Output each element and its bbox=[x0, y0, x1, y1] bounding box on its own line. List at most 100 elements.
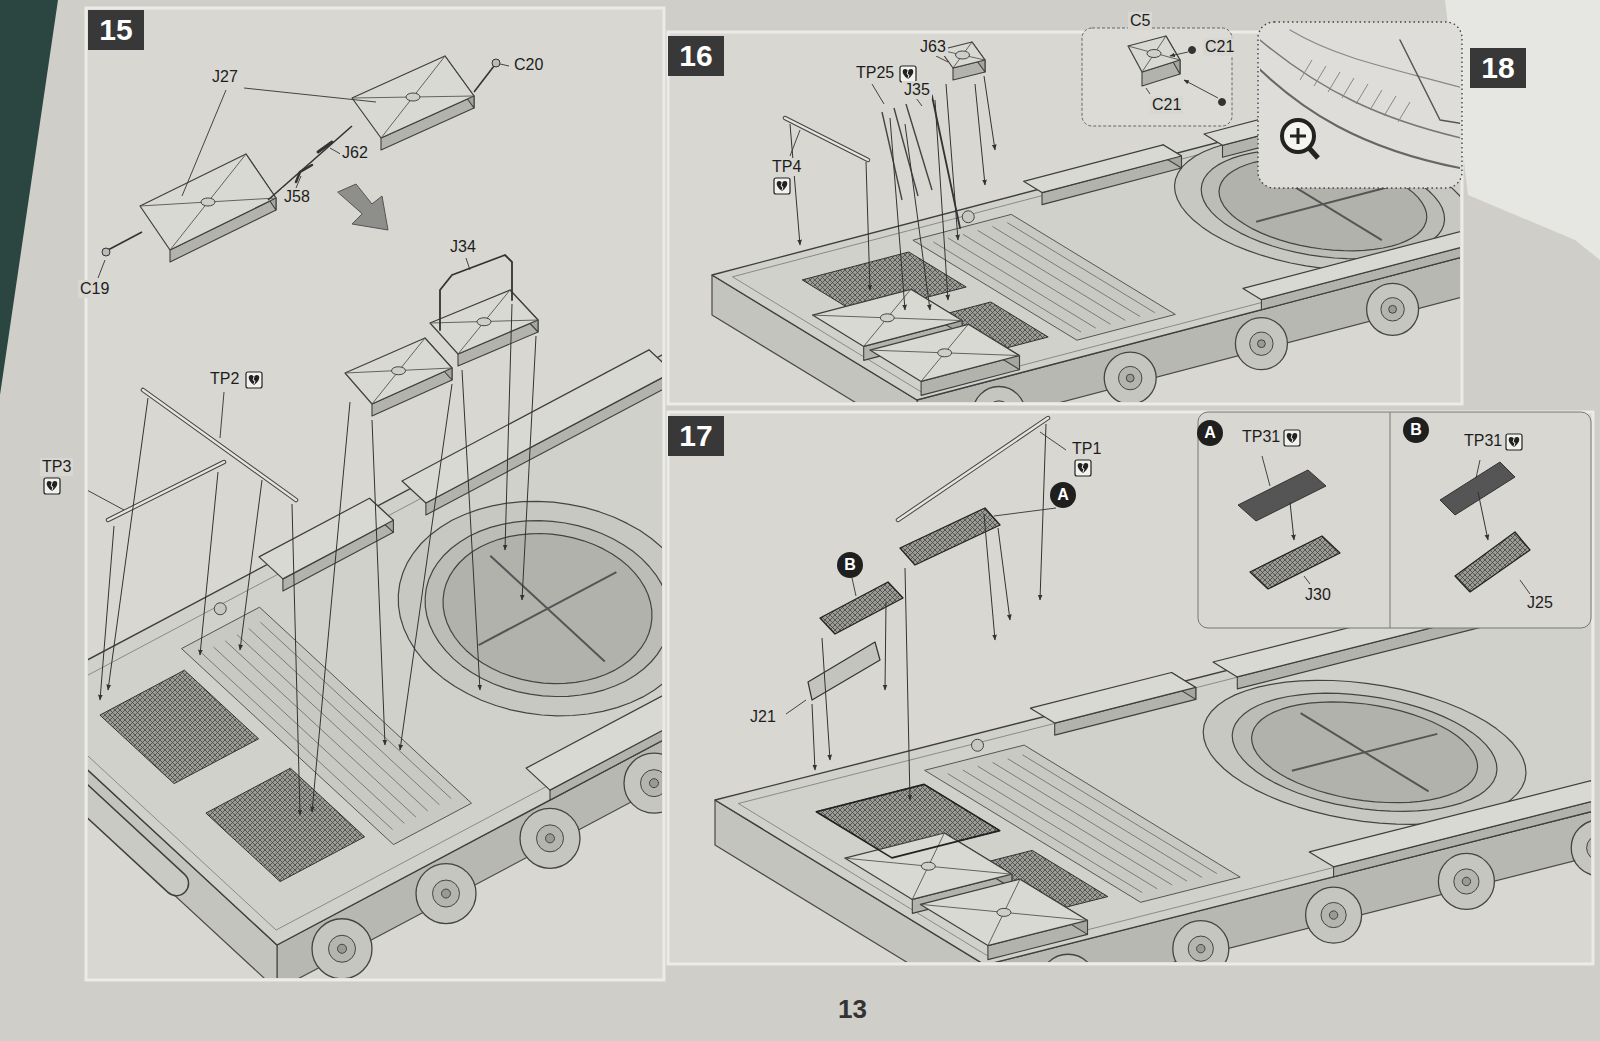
etch-rod bbox=[906, 104, 932, 190]
wheel-hub bbox=[1188, 936, 1213, 961]
small-part bbox=[102, 248, 110, 256]
wheel-cap bbox=[1389, 305, 1397, 313]
part-label: C21 bbox=[1203, 38, 1236, 56]
assembly-arrow bbox=[984, 514, 995, 640]
etch-icon-crack bbox=[907, 71, 909, 78]
leader-line bbox=[1262, 456, 1270, 486]
part-label: TP1 bbox=[1070, 440, 1103, 458]
etch-strip-outline bbox=[898, 418, 1048, 520]
etch-icon-crack bbox=[253, 377, 255, 384]
leader-line bbox=[1040, 432, 1066, 450]
assembly-arrow bbox=[866, 162, 870, 290]
etch-strip bbox=[898, 418, 1048, 520]
etch-icon-heart bbox=[47, 481, 58, 491]
callout-letter: B bbox=[1403, 417, 1429, 443]
leader-line bbox=[936, 56, 948, 62]
stowage-box-top bbox=[1243, 175, 1460, 300]
wheel-hub bbox=[641, 770, 663, 797]
zoom-slat bbox=[1398, 102, 1410, 122]
grille-part bbox=[1455, 532, 1530, 592]
leader-line bbox=[916, 98, 922, 106]
assembly-arrow bbox=[890, 118, 905, 310]
etch-icon-heart bbox=[777, 181, 788, 191]
wheel-hub bbox=[433, 880, 460, 907]
assembly-arrow bbox=[400, 384, 452, 750]
wheel-cap bbox=[442, 889, 451, 898]
part-label: TP4 bbox=[770, 158, 803, 176]
part-label: J27 bbox=[210, 68, 240, 86]
part-label: TP31 bbox=[1240, 428, 1282, 446]
wheel-hub bbox=[1587, 835, 1591, 860]
step-number: 15 bbox=[88, 10, 144, 50]
assembly-arrow bbox=[984, 76, 995, 150]
leader-line bbox=[220, 392, 224, 438]
drum-cap bbox=[201, 198, 215, 206]
drum-cap bbox=[997, 908, 1011, 916]
drum-rib bbox=[845, 858, 1012, 874]
part-label: TP3 bbox=[40, 458, 73, 476]
leader-line bbox=[1476, 460, 1480, 478]
turret-ring bbox=[398, 501, 662, 715]
drum-hose bbox=[108, 232, 142, 250]
etch-strip-outline bbox=[785, 118, 868, 160]
wheel-hub bbox=[1321, 902, 1346, 927]
assembly-arrow bbox=[462, 370, 480, 690]
callout-letter-text: A bbox=[1057, 482, 1069, 508]
road-wheel bbox=[1367, 283, 1419, 335]
fuel-drum-top bbox=[345, 338, 452, 404]
assembly-arrow bbox=[975, 84, 985, 185]
assembly-arrow bbox=[240, 480, 262, 650]
wheel-hub bbox=[987, 401, 1010, 402]
drum-rib bbox=[920, 904, 1087, 920]
step-number-text: 18 bbox=[1481, 48, 1514, 88]
stowage-box-top bbox=[1030, 673, 1195, 724]
zoom-slat bbox=[1314, 66, 1326, 86]
wheel-cap bbox=[1329, 911, 1337, 919]
louver-slat bbox=[992, 226, 1140, 316]
zoom-slat bbox=[1328, 72, 1340, 92]
drum-rib bbox=[953, 42, 972, 68]
wheel-hub bbox=[329, 935, 356, 962]
louver-slat bbox=[214, 647, 405, 823]
hull-deck bbox=[715, 506, 1591, 962]
drum-cap bbox=[921, 862, 935, 870]
part-label: J30 bbox=[1303, 586, 1333, 604]
filler-cap bbox=[972, 739, 984, 751]
leader-line bbox=[872, 84, 884, 104]
assembly-arrow bbox=[505, 304, 512, 550]
etch-screen bbox=[1238, 470, 1326, 521]
small-pin bbox=[1219, 99, 1226, 106]
fuel-drum-top bbox=[920, 879, 1087, 945]
step-number: 17 bbox=[668, 416, 724, 456]
drum-rib bbox=[372, 338, 425, 404]
turret-ring bbox=[1203, 680, 1526, 824]
grille-part bbox=[820, 582, 903, 634]
drum-cap bbox=[880, 314, 894, 322]
leader-line bbox=[466, 258, 470, 270]
leader-line bbox=[786, 700, 806, 714]
wheel-cap bbox=[1462, 877, 1470, 885]
etch-strip bbox=[143, 390, 296, 500]
etch-icon-crack bbox=[1082, 465, 1084, 472]
zoom-hull-edge bbox=[1260, 60, 1460, 170]
louver-slat bbox=[978, 230, 1126, 320]
zoom-slat bbox=[1384, 96, 1396, 116]
step-15-art bbox=[88, 56, 662, 978]
assembly-arrow bbox=[200, 472, 218, 655]
part-label: C20 bbox=[512, 56, 545, 74]
tool-box-top bbox=[1128, 36, 1180, 72]
etch-icon-crack bbox=[781, 183, 783, 190]
variant-divider bbox=[1390, 412, 1391, 628]
turret-ring bbox=[443, 534, 652, 684]
drum-rib bbox=[140, 198, 276, 206]
louver-slat bbox=[237, 635, 428, 811]
drum-rib bbox=[170, 154, 246, 250]
step-number-text: 15 bbox=[99, 10, 132, 50]
callout-letter: B bbox=[837, 552, 863, 578]
magnifier-lens bbox=[1282, 120, 1314, 152]
zoom-slat bbox=[1300, 60, 1312, 80]
etch-strip-outline bbox=[108, 462, 224, 520]
turret-ring bbox=[425, 521, 662, 697]
zoom-wire bbox=[1400, 40, 1460, 125]
etch-icon-crack bbox=[1291, 435, 1293, 442]
